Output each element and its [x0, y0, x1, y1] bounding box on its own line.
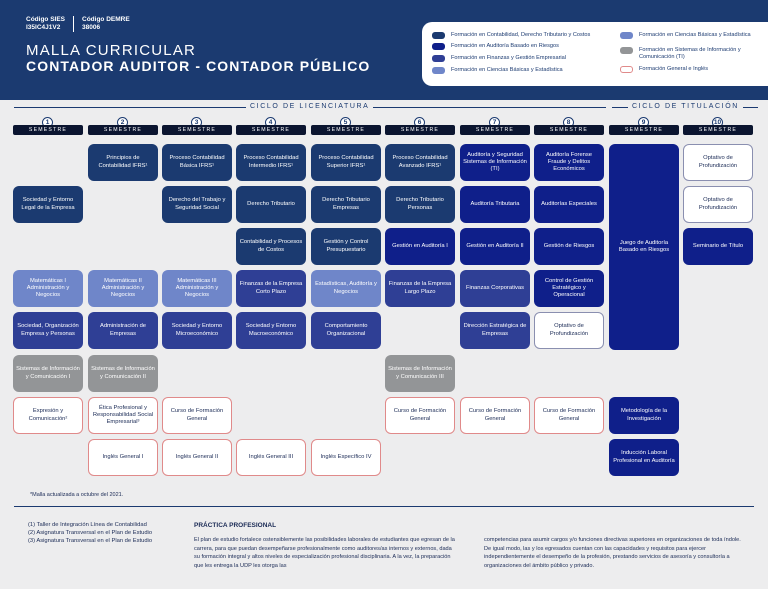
course-card[interactable]: Control de Gestión Estratégico y Operaci… [534, 270, 604, 307]
course-card[interactable]: Gestión en Auditoría II [460, 228, 530, 265]
course-card[interactable]: Optativo de Profundización [683, 186, 753, 223]
course-card[interactable]: Sistemas de Información y Comunicación I [13, 355, 83, 392]
course-card[interactable]: Contabilidad y Procesos de Costos [236, 228, 306, 265]
codes-divider [73, 16, 74, 32]
course-card[interactable]: Curso de Formación General [385, 397, 455, 434]
course-card[interactable]: Expresión y Comunicación² [13, 397, 83, 434]
course-card[interactable]: Derecho Tributario [236, 186, 306, 223]
course-card[interactable]: Derecho del Trabajo y Seguridad Social [162, 186, 232, 223]
course-card[interactable]: Optativo de Profundización [683, 144, 753, 181]
course-card[interactable]: Auditorías Especiales [534, 186, 604, 223]
code-demre-label: Código DEMRE [82, 16, 130, 23]
course-card[interactable]: Gestión de Riesgos [534, 228, 604, 265]
legend-swatch [432, 43, 445, 50]
course-card[interactable]: Proceso Contabilidad Superior IFRS¹ [311, 144, 381, 181]
course-card[interactable]: Derecho Tributario Personas [385, 186, 455, 223]
course-card[interactable]: Auditoría Tributaria [460, 186, 530, 223]
course-card[interactable]: Sistemas de Información y Comunicación I… [88, 355, 158, 392]
course-card[interactable]: Gestión y Control Presupuestario [311, 228, 381, 265]
course-card[interactable]: Optativo de Profundización [534, 312, 604, 349]
course-card[interactable]: Ética Profesional y Responsabilidad Soci… [88, 397, 158, 434]
course-card[interactable]: Finanzas de la Empresa Corto Plazo [236, 270, 306, 307]
course-card[interactable]: Inglés General II [162, 439, 232, 476]
course-card[interactable]: Curso de Formación General [162, 397, 232, 434]
section-divider [14, 506, 754, 507]
legend-swatch [432, 67, 445, 74]
course-card[interactable]: Proceso Contabilidad Intermedio IFRS¹ [236, 144, 306, 181]
cycle-titulacion-label: CICLO DE TITULACIÓN [628, 103, 743, 110]
legend-swatch [620, 32, 633, 39]
footnote: (1) Taller de Integración Línea de Conta… [28, 522, 147, 528]
course-card[interactable]: Matemáticas II Administración y Negocios [88, 270, 158, 307]
course-card[interactable]: Inducción Laboral Profesional en Auditor… [609, 439, 679, 476]
course-card[interactable]: Comportamiento Organizacional [311, 312, 381, 349]
practice-paragraph: competencias para asumir cargos y/o func… [484, 537, 741, 569]
practice-title: PRÁCTICA PROFESIONAL [194, 522, 277, 529]
code-sies-value: I35IC4J1V2 [26, 24, 61, 31]
legend-item: Formación en Contabilidad, Derecho Tribu… [432, 32, 590, 39]
course-card[interactable]: Metodología de la Investigación [609, 397, 679, 434]
course-card[interactable]: Inglés General I [88, 439, 158, 476]
course-card[interactable]: Inglés General III [236, 439, 306, 476]
legend-swatch [432, 32, 445, 39]
course-card[interactable]: Sociedad y Entorno Macroeconómico [236, 312, 306, 349]
course-card[interactable]: Finanzas de la Empresa Largo Plazo [385, 270, 455, 307]
course-card[interactable]: Sistemas de Información y Comunicación I… [385, 355, 455, 392]
legend: Formación en Contabilidad, Derecho Tribu… [422, 22, 768, 86]
update-note: *Malla actualizada a octubre del 2021. [30, 492, 124, 498]
course-card[interactable]: Juego de Auditoría Basado en Riesgos [609, 144, 679, 350]
course-card[interactable]: Curso de Formación General [460, 397, 530, 434]
course-card[interactable]: Proceso Contabilidad Avanzado IFRS¹ [385, 144, 455, 181]
footnote: (3) Asignatura Transversal en el Plan de… [28, 538, 153, 544]
program-title: CONTADOR AUDITOR - CONTADOR PÚBLICO [26, 58, 371, 74]
course-card[interactable]: Sociedad y Entorno Legal de la Empresa [13, 186, 83, 223]
page-title: MALLA CURRICULAR [26, 42, 197, 59]
course-card[interactable]: Gestión en Auditoría I [385, 228, 455, 265]
legend-item: Formación General e Inglés [620, 66, 708, 73]
course-card[interactable]: Matemáticas I Administración y Negocios [13, 270, 83, 307]
course-card[interactable]: Inglés Específico IV [311, 439, 381, 476]
course-card[interactable]: Auditoría y Seguridad Sistemas de Inform… [460, 144, 530, 181]
footnotes: (1) Taller de Integración Línea de Conta… [28, 521, 152, 545]
legend-swatch [620, 47, 633, 54]
legend-swatch [432, 55, 445, 62]
code-demre-value: 38006 [82, 24, 101, 31]
legend-item: Formación en Ciencias Básicas y Estadíst… [432, 67, 563, 74]
course-card[interactable]: Sociedad, Organización Empresa y Persona… [13, 312, 83, 349]
practice-paragraph: El plan de estudio fortalece ostensiblem… [194, 537, 455, 569]
course-card[interactable]: Derecho Tributario Empresas [311, 186, 381, 223]
footnote: (2) Asignatura Transversal en el Plan de… [28, 530, 153, 536]
course-card[interactable]: Dirección Estratégica de Empresas [460, 312, 530, 349]
course-card[interactable]: Matemáticas III Administración y Negocio… [162, 270, 232, 307]
legend-swatch [620, 66, 633, 73]
legend-item: Formación en Finanzas y Gestión Empresar… [432, 55, 566, 62]
legend-item: Formación en Sistemas de Información y C… [620, 47, 760, 61]
legend-item: Formación en Ciencias Básicas y Estadíst… [620, 32, 751, 39]
course-card[interactable]: Principios de Contabilidad IFRS¹ [88, 144, 158, 181]
course-card[interactable]: Sociedad y Entorno Microeconómico [162, 312, 232, 349]
course-card[interactable]: Seminario de Título [683, 228, 753, 265]
course-card[interactable]: Administración de Empresas [88, 312, 158, 349]
course-card[interactable]: Curso de Formación General [534, 397, 604, 434]
course-card[interactable]: Proceso Contabilidad Básica IFRS¹ [162, 144, 232, 181]
course-card[interactable]: Finanzas Corporativas [460, 270, 530, 307]
cycle-licenciatura-label: CICLO DE LICENCIATURA [246, 103, 374, 110]
legend-item: Formación en Auditoría Basado en Riesgos [432, 43, 559, 50]
code-sies-label: Código SIES [26, 16, 65, 23]
course-card[interactable]: Estadísticas, Auditoría y Negocios [311, 270, 381, 307]
course-card[interactable]: Auditoría Forense Fraude y Delitos Econó… [534, 144, 604, 181]
